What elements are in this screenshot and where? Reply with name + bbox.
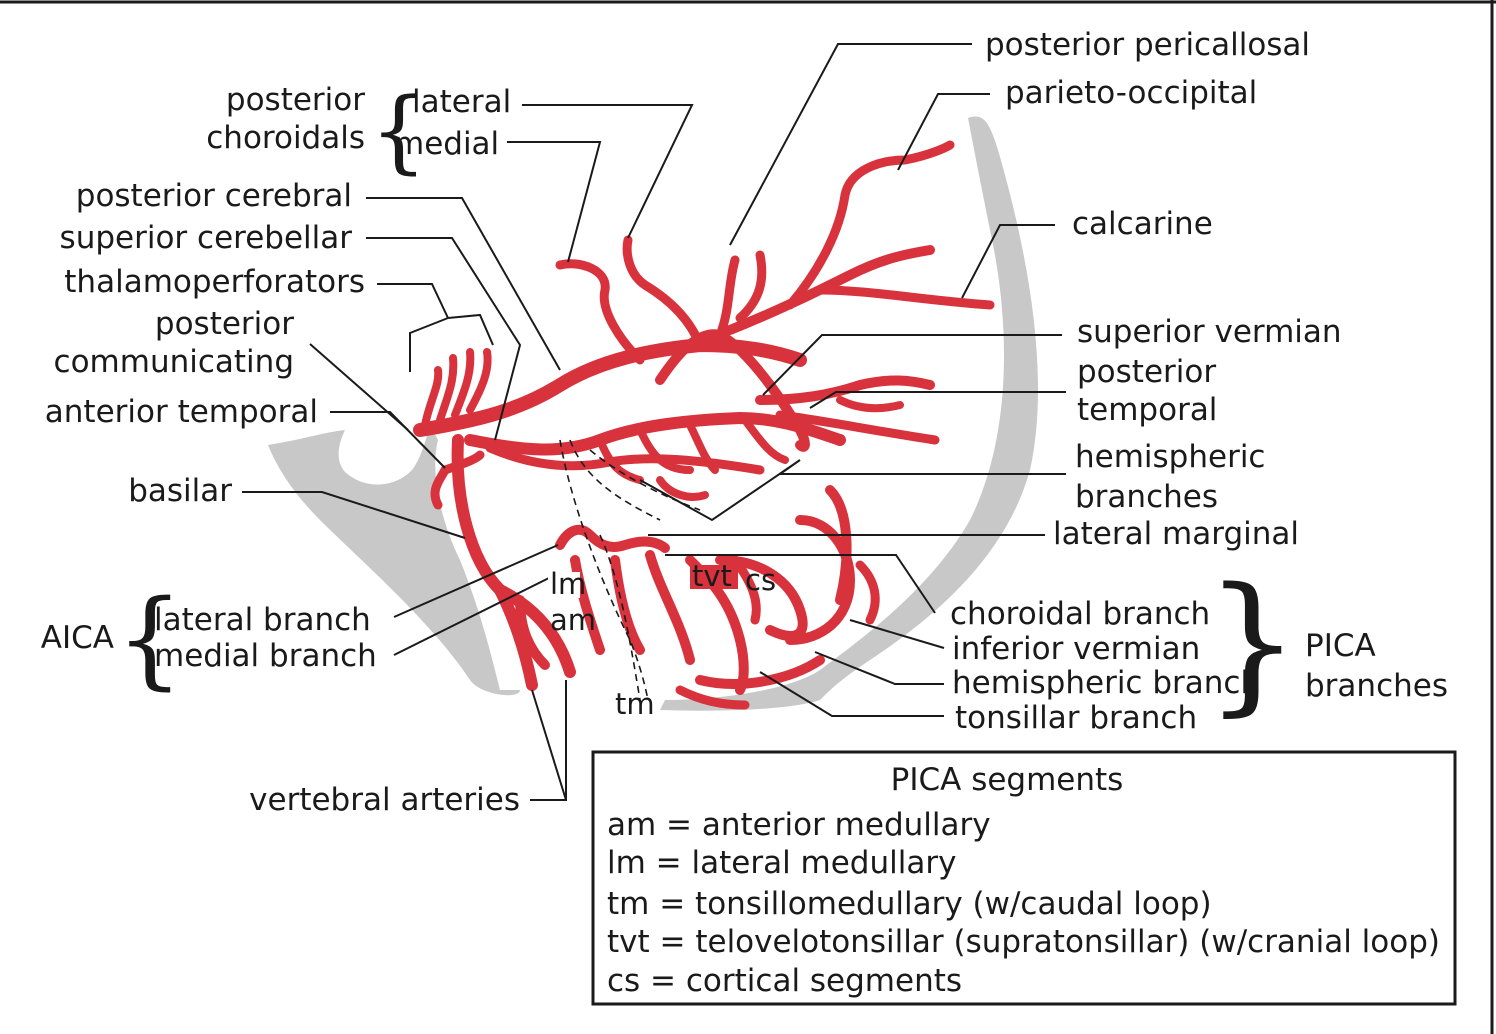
label-basilar: basilar [128,473,232,509]
legend-title: PICA segments [891,762,1124,798]
label-posterior-pericallosal: posterior pericallosal [985,27,1310,63]
label-superior-cerebellar: superior cerebellar [60,220,353,256]
right-labels: posterior pericallosal parieto-occipital… [950,27,1448,743]
label-vertebral-arteries: vertebral arteries [249,782,520,818]
label-anterior-temporal: anterior temporal [45,394,318,430]
arteries [413,140,995,710]
pica-segments-legend: PICA segments am = anterior medullary lm… [591,750,1457,1006]
label-hemispheric-branches-line2: branches [1075,479,1218,515]
label-lateral-marginal: lateral marginal [1053,516,1299,552]
segment-labels: lm am tm tvt cs [548,559,776,721]
legend-item-cs: cs = cortical segments [607,963,962,999]
label-aica: AICA [41,620,114,656]
label-posterior-choroidals-line2: choroidals [206,120,365,156]
label-posterior-temporal-line1: posterior [1077,354,1216,390]
legend-item-lm: lm = lateral medullary [607,845,956,881]
segment-label-tvt: tvt [692,559,732,593]
legend-box [591,750,1457,1006]
label-posterior-cerebral: posterior cerebral [76,178,352,214]
label-pica-branches-line1: PICA [1305,628,1376,664]
label-posterior-communicating-line2: communicating [54,344,294,380]
segment-label-am: am [550,603,596,637]
legend-item-am: am = anterior medullary [607,807,991,843]
segment-label-tm: tm [615,687,655,721]
label-posterior-choroidals-line1: posterior [226,82,365,118]
label-posterior-communicating-line1: posterior [155,306,294,342]
label-medial: medial [394,126,499,162]
label-choroidal-branch: choroidal branch [950,596,1210,632]
legend-item-tvt: tvt = telovelotonsillar (supratonsillar)… [607,924,1440,960]
left-labels: posterior choroidals { lateral medial po… [41,79,520,818]
brace-pica-branches: { [1205,569,1300,743]
label-posterior-temporal-line2: temporal [1077,392,1217,428]
label-calcarine: calcarine [1072,206,1213,242]
label-hemispheric-branches-line1: hemispheric [1075,439,1265,475]
segment-label-lm: lm [550,567,586,601]
leader-lines [242,43,1066,801]
segment-label-cs: cs [745,563,776,597]
legend-item-tm: tm = tonsillomedullary (w/caudal loop) [607,886,1212,922]
skull-silhouette [268,116,1039,711]
brace-posterior-choroidals: { [370,79,427,184]
label-pica-branches-line2: branches [1305,668,1448,704]
tvt-label-bg [690,565,738,589]
label-lateral: lateral [412,84,511,120]
lm-label-bg [548,572,580,598]
dashed-boundaries [559,439,701,701]
brace-aica: { [116,577,183,700]
label-tonsillar-branch: tonsillar branch [955,700,1197,736]
label-aica-lateral-branch: lateral branch [154,602,371,638]
label-superior-vermian: superior vermian [1077,314,1342,350]
label-inferior-vermian: inferior vermian [952,631,1200,667]
label-aica-medial-branch: medial branch [154,638,377,674]
label-thalamoperforators: thalamoperforators [64,264,365,300]
label-hemispheric-branch: hemispheric branch [952,665,1260,701]
label-parieto-occipital: parieto-occipital [1005,75,1257,111]
